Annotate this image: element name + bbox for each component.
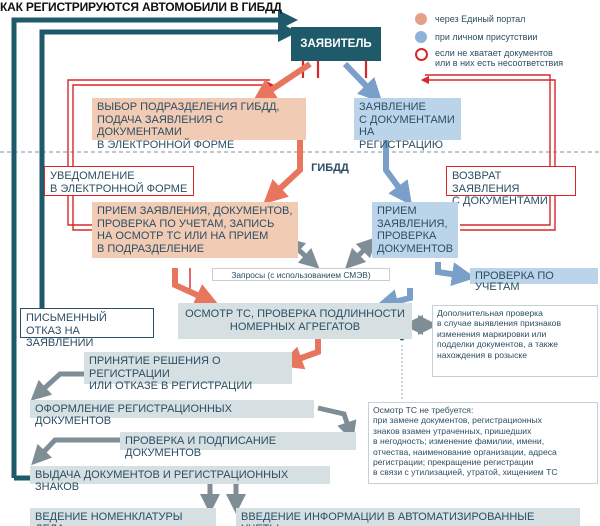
- diagram-title: КАК РЕГИСТРИРУЮТСЯ АВТОМОБИЛИ В ГИБДД: [0, 0, 282, 14]
- legend-personal-swatch: [415, 31, 427, 43]
- arrow-receive-to-check: [435, 262, 476, 287]
- arrow-paperwork-to-sign: [317, 405, 357, 442]
- notification-box: УВЕДОМЛЕНИЕ В ЭЛЕКТРОННОЙ ФОРМЕ: [44, 166, 194, 196]
- arrow-select-to-receive: [263, 140, 303, 205]
- legend-personal-label: при личном присутствии: [435, 32, 538, 42]
- sign-check-box: ПРОВЕРКА И ПОДПИСАНИЕ ДОКУМЕНТОВ: [120, 432, 356, 459]
- issue-box: ВЫДАЧА ДОКУМЕНТОВ И РЕГИСТРАЦИОННЫХ ЗНАК…: [30, 466, 330, 493]
- arrow-decision-to-paperwork: [30, 371, 84, 401]
- receive-personal-box: ПРИЕМ ЗАЯВЛЕНИЯ, ПРОВЕРКА ДОКУМЕНТОВ: [372, 202, 458, 258]
- teal-return-inner: [39, 22, 298, 318]
- legend-mismatch-swatch: [415, 48, 428, 61]
- arrow-applicant-to-select: [252, 61, 312, 103]
- applicant-box: ЗАЯВИТЕЛЬ: [291, 27, 381, 61]
- receive-portal-box: ПРИЕМ ЗАЯВЛЕНИЯ, ДОКУМЕНТОВ, ПРОВЕРКА ПО…: [92, 202, 298, 258]
- gibdd-label: ГИБДД: [306, 160, 354, 176]
- decision-box: ПРИНЯТИЕ РЕШЕНИЯ О РЕГИСТРАЦИИ ИЛИ ОТКАЗ…: [84, 352, 292, 392]
- select-division-box: ВЫБОР ПОДРАЗДЕЛЕНИЯ ГИБДД, ПОДАЧА ЗАЯВЛЕ…: [92, 98, 306, 151]
- inspection-box: ОСМОТР ТС, ПРОВЕРКА ПОДЛИННОСТИ НОМЕРНЫХ…: [178, 303, 412, 339]
- arrow-inspection-to-decision: [278, 338, 321, 370]
- legend-mismatch-label: если не хватает документов или в них ест…: [435, 48, 564, 68]
- legend-portal-swatch: [415, 13, 427, 25]
- auto-systems-box: ВВЕДЕНИЕ ИНФОРМАЦИИ В АВТОМАТИЗИРОВАННЫЕ…: [236, 508, 580, 526]
- arrow-check-to-inspection: [374, 288, 413, 313]
- paperwork-box: ОФОРМЛЕНИЕ РЕГИСТРАЦИОННЫХ ДОКУМЕНТОВ: [30, 400, 314, 427]
- extra-check-box: Дополнительная проверка в случае выявлен…: [432, 305, 598, 377]
- return-statement-box: ВОЗВРАТ ЗАЯВЛЕНИЯ С ДОКУМЕНТАМИ: [446, 166, 576, 207]
- arrow-smev-right: [344, 236, 378, 270]
- arrow-receive-to-inspection: [172, 268, 219, 306]
- no-inspection-note: Осмотр ТС не требуется: при замене докум…: [368, 402, 598, 484]
- teal-return-outer: [11, 10, 298, 478]
- arrow-applicant-to-statement: [342, 61, 383, 103]
- arrow-statement-to-receive: [383, 140, 413, 206]
- nomenclature-box: ВЕДЕНИЕ НОМЕНКЛАТУРЫ ДЕЛА: [30, 508, 216, 526]
- check-records-box: ПРОВЕРКА ПО УЧЕТАМ: [470, 268, 598, 293]
- statement-docs-box: ЗАЯВЛЕНИЕ С ДОКУМЕНТАМИ НА РЕГИСТРАЦИЮ: [354, 98, 461, 151]
- written-refusal-box: ПИСЬМЕННЫЙ ОТКАЗ НА ЗАЯВЛЕНИИ: [20, 308, 154, 349]
- legend-portal-label: через Единый портал: [435, 14, 526, 24]
- arrow-sign-to-issue: [31, 437, 124, 466]
- requests-box: Запросы (с использованием СМЭВ): [212, 268, 390, 281]
